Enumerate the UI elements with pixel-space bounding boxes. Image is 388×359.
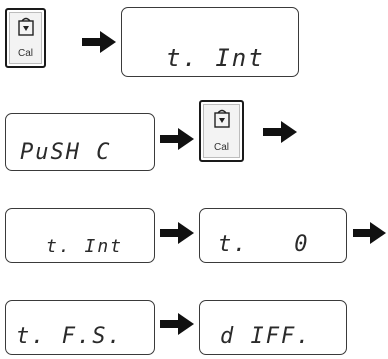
cal-key-label: Cal xyxy=(213,142,229,153)
weight-calibration-icon xyxy=(17,17,34,36)
arrow-right-icon xyxy=(82,31,116,53)
display-text: t. Int xyxy=(166,44,265,72)
lcd-display-t-int: t. Int xyxy=(5,208,155,263)
cal-key-label: Cal xyxy=(17,48,33,59)
arrow-right-icon xyxy=(160,313,194,335)
arrow-right-icon xyxy=(160,222,194,244)
lcd-display-t-int: t. Int xyxy=(121,7,299,77)
lcd-display-diff: d IFF. xyxy=(199,300,347,355)
arrow-right-icon xyxy=(353,222,386,244)
lcd-display-push-c: PuSH C xyxy=(5,113,155,171)
display-text: PuSH C xyxy=(20,140,112,165)
display-text: t. 0 xyxy=(218,232,310,257)
cal-key-2[interactable]: Cal xyxy=(199,100,244,162)
arrow-right-icon xyxy=(263,121,297,143)
lcd-display-t-fs: t. F.S. xyxy=(5,300,155,355)
cal-key-1[interactable]: Cal xyxy=(5,8,46,68)
display-text: t. Int xyxy=(46,236,124,257)
lcd-display-t-0: t. 0 xyxy=(199,208,347,263)
display-text: d IFF. xyxy=(220,324,312,349)
weight-calibration-icon xyxy=(213,109,230,128)
display-text: t. F.S. xyxy=(16,324,123,349)
arrow-right-icon xyxy=(160,128,194,150)
